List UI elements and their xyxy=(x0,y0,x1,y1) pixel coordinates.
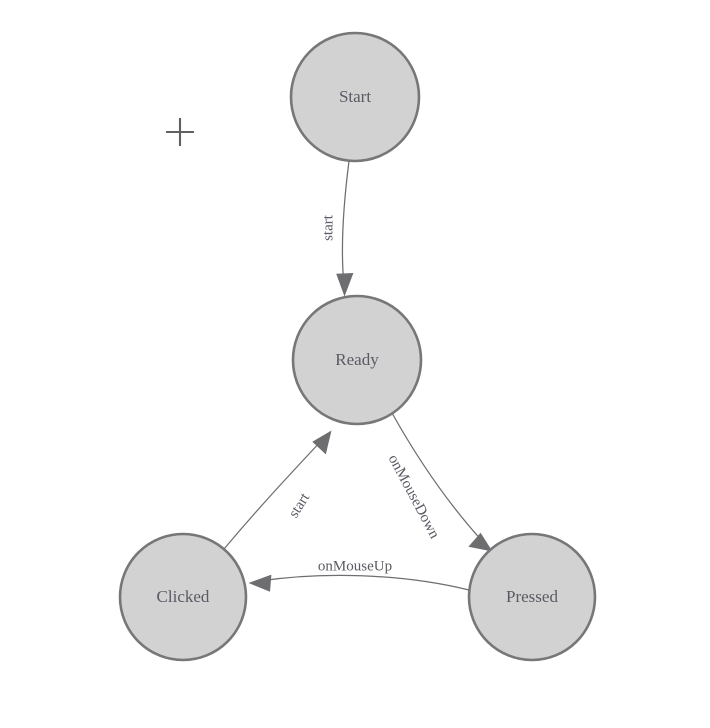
edge-start-to-ready[interactable]: start xyxy=(320,160,354,297)
node-start-label: Start xyxy=(339,87,371,106)
edge-start-to-ready-path xyxy=(341,160,350,286)
edge-clicked-to-ready-arrowhead xyxy=(312,430,332,455)
node-pressed-circle xyxy=(467,532,597,662)
node-start-circle xyxy=(289,31,421,163)
node-clicked-circle xyxy=(118,532,248,662)
edge-clicked-to-ready[interactable]: start xyxy=(223,430,332,550)
node-pressed[interactable]: Pressed xyxy=(467,532,597,662)
node-ready-circle xyxy=(291,294,423,426)
edge-ready-to-pressed-arrowhead xyxy=(468,532,493,552)
edge-label-pressed-to-clicked: onMouseUp xyxy=(318,558,392,574)
edge-pressed-to-clicked[interactable]: onMouseUp xyxy=(248,558,470,592)
edge-ready-to-pressed[interactable]: onMouseDown xyxy=(385,412,493,552)
edge-ready-to-pressed-path xyxy=(391,412,485,544)
edge-label-ready-to-pressed: onMouseDown xyxy=(385,452,443,542)
node-ready-label: Ready xyxy=(335,350,379,369)
edge-pressed-to-clicked-path xyxy=(259,574,470,591)
edge-label-clicked-to-ready: start xyxy=(286,490,314,521)
node-pressed-label: Pressed xyxy=(506,587,558,606)
node-clicked-label: Clicked xyxy=(157,587,210,606)
crosshair-icon xyxy=(166,118,194,146)
node-clicked[interactable]: Clicked xyxy=(118,532,248,662)
node-start[interactable]: Start xyxy=(289,31,421,163)
edge-label-start-to-ready: start xyxy=(320,214,336,241)
edge-pressed-to-clicked-arrowhead xyxy=(248,574,272,592)
edge-start-to-ready-arrowhead xyxy=(336,273,354,297)
node-ready[interactable]: Ready xyxy=(291,294,423,426)
edge-clicked-to-ready-path xyxy=(223,438,324,550)
